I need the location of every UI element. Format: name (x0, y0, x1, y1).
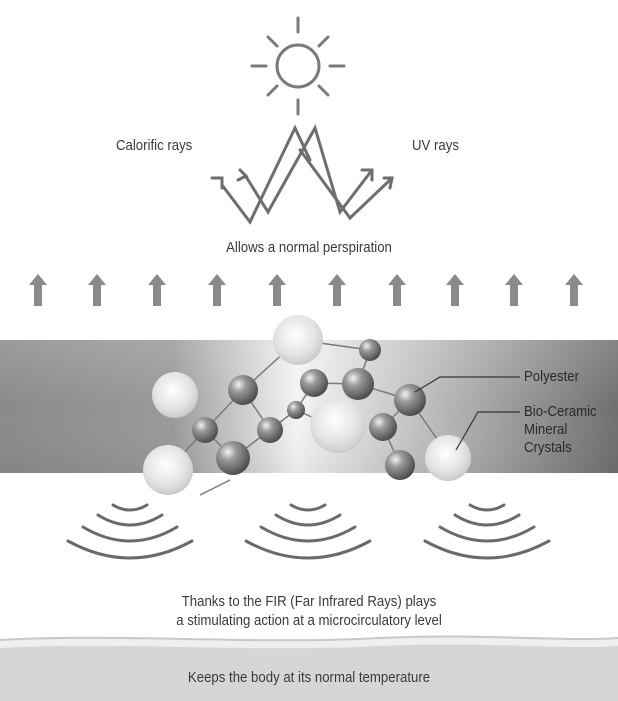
uv-rays-label: UV rays (412, 137, 459, 154)
bio-ceramic-label-line3: Crystals (524, 439, 572, 456)
footer-strip (0, 635, 618, 701)
up-arrow-icon (148, 274, 166, 306)
bio-ceramic-crystals (143, 315, 471, 495)
up-arrow-icon (505, 274, 523, 306)
fir-text-line2: a stimulating action at a microcirculato… (176, 612, 442, 629)
perspiration-arrows (29, 274, 583, 306)
fir-waves (66, 503, 551, 560)
wave-emitter-icon (244, 503, 372, 560)
up-arrow-icon (29, 274, 47, 306)
sun-icon (250, 16, 346, 116)
polyester-molecules (192, 339, 426, 480)
bio-ceramic-label-line1: Bio-Ceramic (524, 403, 597, 420)
up-arrow-icon (328, 274, 346, 306)
up-arrow-icon (565, 274, 583, 306)
calorific-rays-label: Calorific rays (116, 137, 193, 154)
leader-lines (414, 376, 520, 451)
bio-ceramic-label-line2: Mineral (524, 421, 568, 438)
perspiration-label: Allows a normal perspiration (226, 239, 392, 256)
up-arrow-icon (388, 274, 406, 306)
up-arrow-icon (88, 274, 106, 306)
reflected-rays (210, 124, 394, 225)
up-arrow-icon (446, 274, 464, 306)
fir-text-line1: Thanks to the FIR (Far Infrared Rays) pl… (181, 593, 437, 610)
wave-emitter-icon (423, 503, 551, 560)
up-arrow-icon (268, 274, 286, 306)
wave-emitter-icon (66, 503, 194, 560)
up-arrow-icon (208, 274, 226, 306)
polyester-label: Polyester (524, 368, 580, 385)
footer-text: Keeps the body at its normal temperature (187, 669, 431, 686)
